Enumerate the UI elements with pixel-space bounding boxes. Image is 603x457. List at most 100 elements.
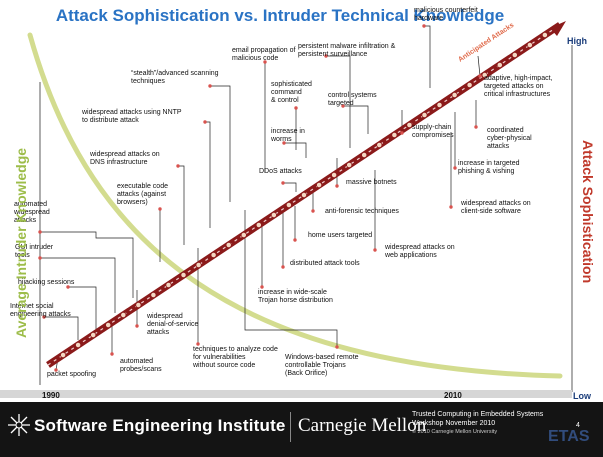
time-axis-bar	[0, 390, 572, 398]
anchor-dot-email-propagation	[263, 60, 267, 64]
label-anchor-dots	[38, 24, 482, 372]
university-name: Carnegie Mellon	[298, 415, 427, 436]
anchor-dot-increase-in-worms	[282, 141, 286, 145]
timeline-milestone-dot	[105, 322, 112, 328]
low-label: Low	[573, 391, 592, 401]
anchor-dot-anti-forensic	[311, 209, 315, 213]
timeline-milestone-dot	[316, 182, 323, 188]
anchor-dot-adaptive-high-impact	[478, 74, 482, 78]
timeline-milestone-dot	[195, 262, 202, 268]
connector-control-systems	[343, 105, 369, 134]
timeline-milestones	[60, 32, 548, 358]
timeline-milestone-dot	[541, 32, 548, 38]
connector-internet-social-engineering	[44, 316, 79, 340]
connector-hijacking-sessions	[68, 286, 97, 330]
connector-increase-in-worms	[284, 142, 307, 158]
attack-sophistication-label: Attack Sophistication	[580, 140, 596, 283]
timeline-milestone-dot	[451, 92, 458, 98]
label-anti-forensic: anti-forensic techniques	[325, 208, 399, 215]
timeline-milestone-dot	[466, 82, 473, 88]
etas-watermark: ETAS	[548, 428, 590, 445]
timeline-milestone-dot	[526, 42, 533, 48]
workshop-info: Trusted Computing in Embedded Systems Wo…	[412, 410, 543, 437]
timeline-arrowhead	[550, 21, 566, 36]
label-persistent-malware: persistent malware infiltration &persist…	[298, 43, 396, 58]
anchor-dot-hijacking-sessions	[66, 285, 70, 289]
anchor-dot-analyze-code	[196, 342, 200, 346]
connector-automated-widespread	[40, 231, 134, 298]
timeline-milestone-dot	[496, 62, 503, 68]
connector-windows-trojans	[244, 210, 338, 347]
copyright: © 2010 Carnegie Mellon University	[412, 429, 498, 435]
anchor-dot-internet-social-engineering	[42, 315, 46, 319]
connector-adaptive-high-impact	[477, 55, 481, 77]
high-label: High	[567, 36, 587, 46]
label-adaptive-high-impact: adaptive, high-impact,targeted attacks o…	[484, 75, 553, 98]
start-year: 1990	[42, 391, 60, 400]
anchor-dot-automated-probes	[110, 352, 114, 356]
timeline-milestone-dot	[331, 172, 338, 178]
anchor-dot-distributed-tools	[281, 265, 285, 269]
timeline-milestone-dot	[255, 222, 262, 228]
anchor-dot-massive-botnets	[335, 184, 339, 188]
timeline-milestone-dot	[75, 342, 82, 348]
connector-ddos	[283, 182, 297, 192]
connector-stealth-scanning	[210, 85, 231, 202]
anchor-dot-home-users	[293, 238, 297, 242]
anchor-dot-ddos	[281, 181, 285, 185]
anchor-dot-targeted-phishing	[453, 166, 457, 170]
anchor-dot-web-applications	[373, 248, 377, 252]
label-home-users: home users targeted	[308, 232, 372, 239]
sei-logo-icon	[8, 414, 30, 436]
anchor-dot-trojan-distribution	[260, 285, 264, 289]
timeline-dash	[47, 24, 561, 366]
anchor-dot-automated-widespread	[38, 230, 42, 234]
timeline-milestone-dot	[240, 232, 247, 238]
timeline-milestone-dot	[391, 132, 398, 138]
timeline-milestone-dot	[361, 152, 368, 158]
connector-persistent-malware	[326, 55, 351, 148]
timeline-milestone-dot	[481, 72, 488, 78]
anchor-dot-sophisticated-cc	[294, 106, 298, 110]
timeline-milestone-dot	[270, 212, 277, 218]
timeline-milestone-dot	[120, 312, 127, 318]
anchor-dot-persistent-malware	[324, 54, 328, 58]
anchor-dot-widespread-dos	[135, 324, 139, 328]
anchor-dot-supply-chain	[400, 131, 404, 135]
anchor-dot-packet-spoofing	[54, 368, 58, 372]
timeline-milestone-dot	[421, 112, 428, 118]
label-massive-botnets: massive botnets	[346, 179, 397, 186]
anchor-dot-dns-infrastructure	[176, 164, 180, 168]
attack-timeline-diagram: Anticipated Attacks packet spoofingInter…	[0, 7, 596, 401]
timeline-milestone-dot	[60, 352, 67, 358]
timeline-milestone-dot	[150, 292, 157, 298]
anchor-dot-windows-trojans	[335, 345, 339, 349]
institute-name: Software Engineering Institute	[34, 416, 286, 435]
footer-bar: Software Engineering Institute Carnegie …	[0, 402, 603, 457]
label-distributed-tools: distributed attack tools	[290, 260, 360, 267]
workshop-line-2: Workshop November 2010	[412, 420, 496, 427]
label-connectors	[40, 25, 481, 371]
anchor-dot-gui-intruder-tools	[38, 256, 42, 260]
timeline-milestone-dot	[285, 202, 292, 208]
average-intruder-knowledge-label: Average Intruder Knowledge	[13, 148, 29, 338]
